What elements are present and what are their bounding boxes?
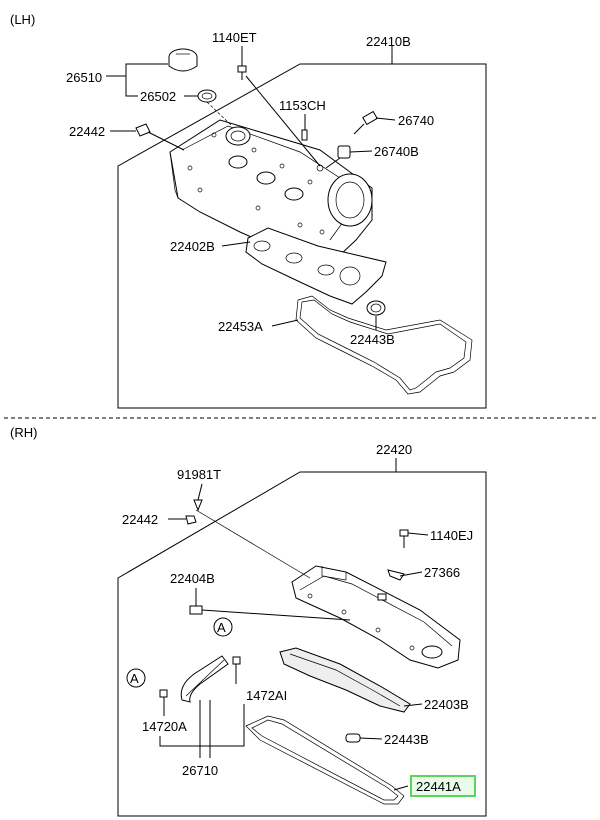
label-91981t: 91981T [177, 467, 221, 482]
label-1153ch: 1153CH [279, 98, 326, 113]
clip-91981t [193, 499, 203, 512]
bracket-27366 [387, 569, 405, 581]
label-22443b-lh: 22443B [350, 332, 395, 347]
label-1140et: 1140ET [212, 30, 257, 45]
cylinder-head-cover-lh [169, 119, 373, 263]
label-22420: 22420 [376, 442, 412, 457]
plug-22442-lh [135, 123, 151, 137]
stud-1153ch [301, 129, 308, 141]
label-26740b: 26740B [374, 144, 419, 159]
clamp-14720a [159, 689, 168, 698]
cylinder-head-cover-rh [291, 565, 461, 669]
label-14720a: 14720A [142, 719, 187, 734]
leaders-rh [159, 458, 429, 791]
highlight-box-22441a[interactable] [410, 775, 476, 797]
label-1472ai: 1472AI [246, 688, 287, 703]
label-22403b: 22403B [424, 697, 469, 712]
label-22453a: 22453A [218, 319, 263, 334]
ref-a-label-2: A [130, 671, 139, 686]
leaders-lh [106, 46, 396, 330]
ref-a-marker-2: A [126, 668, 146, 688]
label-22442-rh: 22442 [122, 512, 158, 527]
ref-a-marker-1: A [213, 617, 233, 637]
grommet-26740b [337, 145, 351, 159]
bolt-1140et [237, 65, 247, 80]
label-22441a[interactable]: 22441A [416, 779, 461, 794]
label-27366: 27366 [424, 565, 460, 580]
label-22443b-rh: 22443B [384, 732, 429, 747]
seal-22443b-rh [345, 733, 361, 743]
label-26510: 26510 [66, 70, 102, 85]
gasket-22403b [279, 647, 411, 713]
fitting-22404b [189, 605, 203, 615]
rh-assembly-frame [117, 471, 487, 817]
label-1140ej: 1140EJ [430, 528, 473, 543]
oil-filler-cap [168, 48, 198, 72]
seal-22443b-lh [366, 300, 386, 316]
clamp-1472ai [232, 656, 241, 665]
section-header-rh: (RH) [10, 425, 37, 440]
gasket-22441a [245, 715, 405, 805]
hose-26710 [180, 655, 229, 703]
seal-26502 [197, 89, 217, 103]
section-header-lh: (LH) [10, 12, 35, 27]
label-26710: 26710 [182, 763, 218, 778]
label-22402b: 22402B [170, 239, 215, 254]
pcv-valve-26740 [353, 110, 378, 135]
label-22404b: 22404B [170, 571, 215, 586]
assembly-guide-line [195, 509, 311, 579]
gasket-22453a [295, 295, 473, 395]
ref-a-label-1: A [217, 620, 226, 635]
lh-assembly-frame [117, 63, 487, 409]
label-22442-lh: 22442 [69, 124, 105, 139]
bolt-1140ej [399, 529, 409, 548]
label-26502: 26502 [140, 89, 176, 104]
label-26740: 26740 [398, 113, 434, 128]
plug-22442-rh [185, 515, 197, 525]
label-22410b: 22410B [366, 34, 411, 49]
gasket-22402b [245, 227, 387, 305]
